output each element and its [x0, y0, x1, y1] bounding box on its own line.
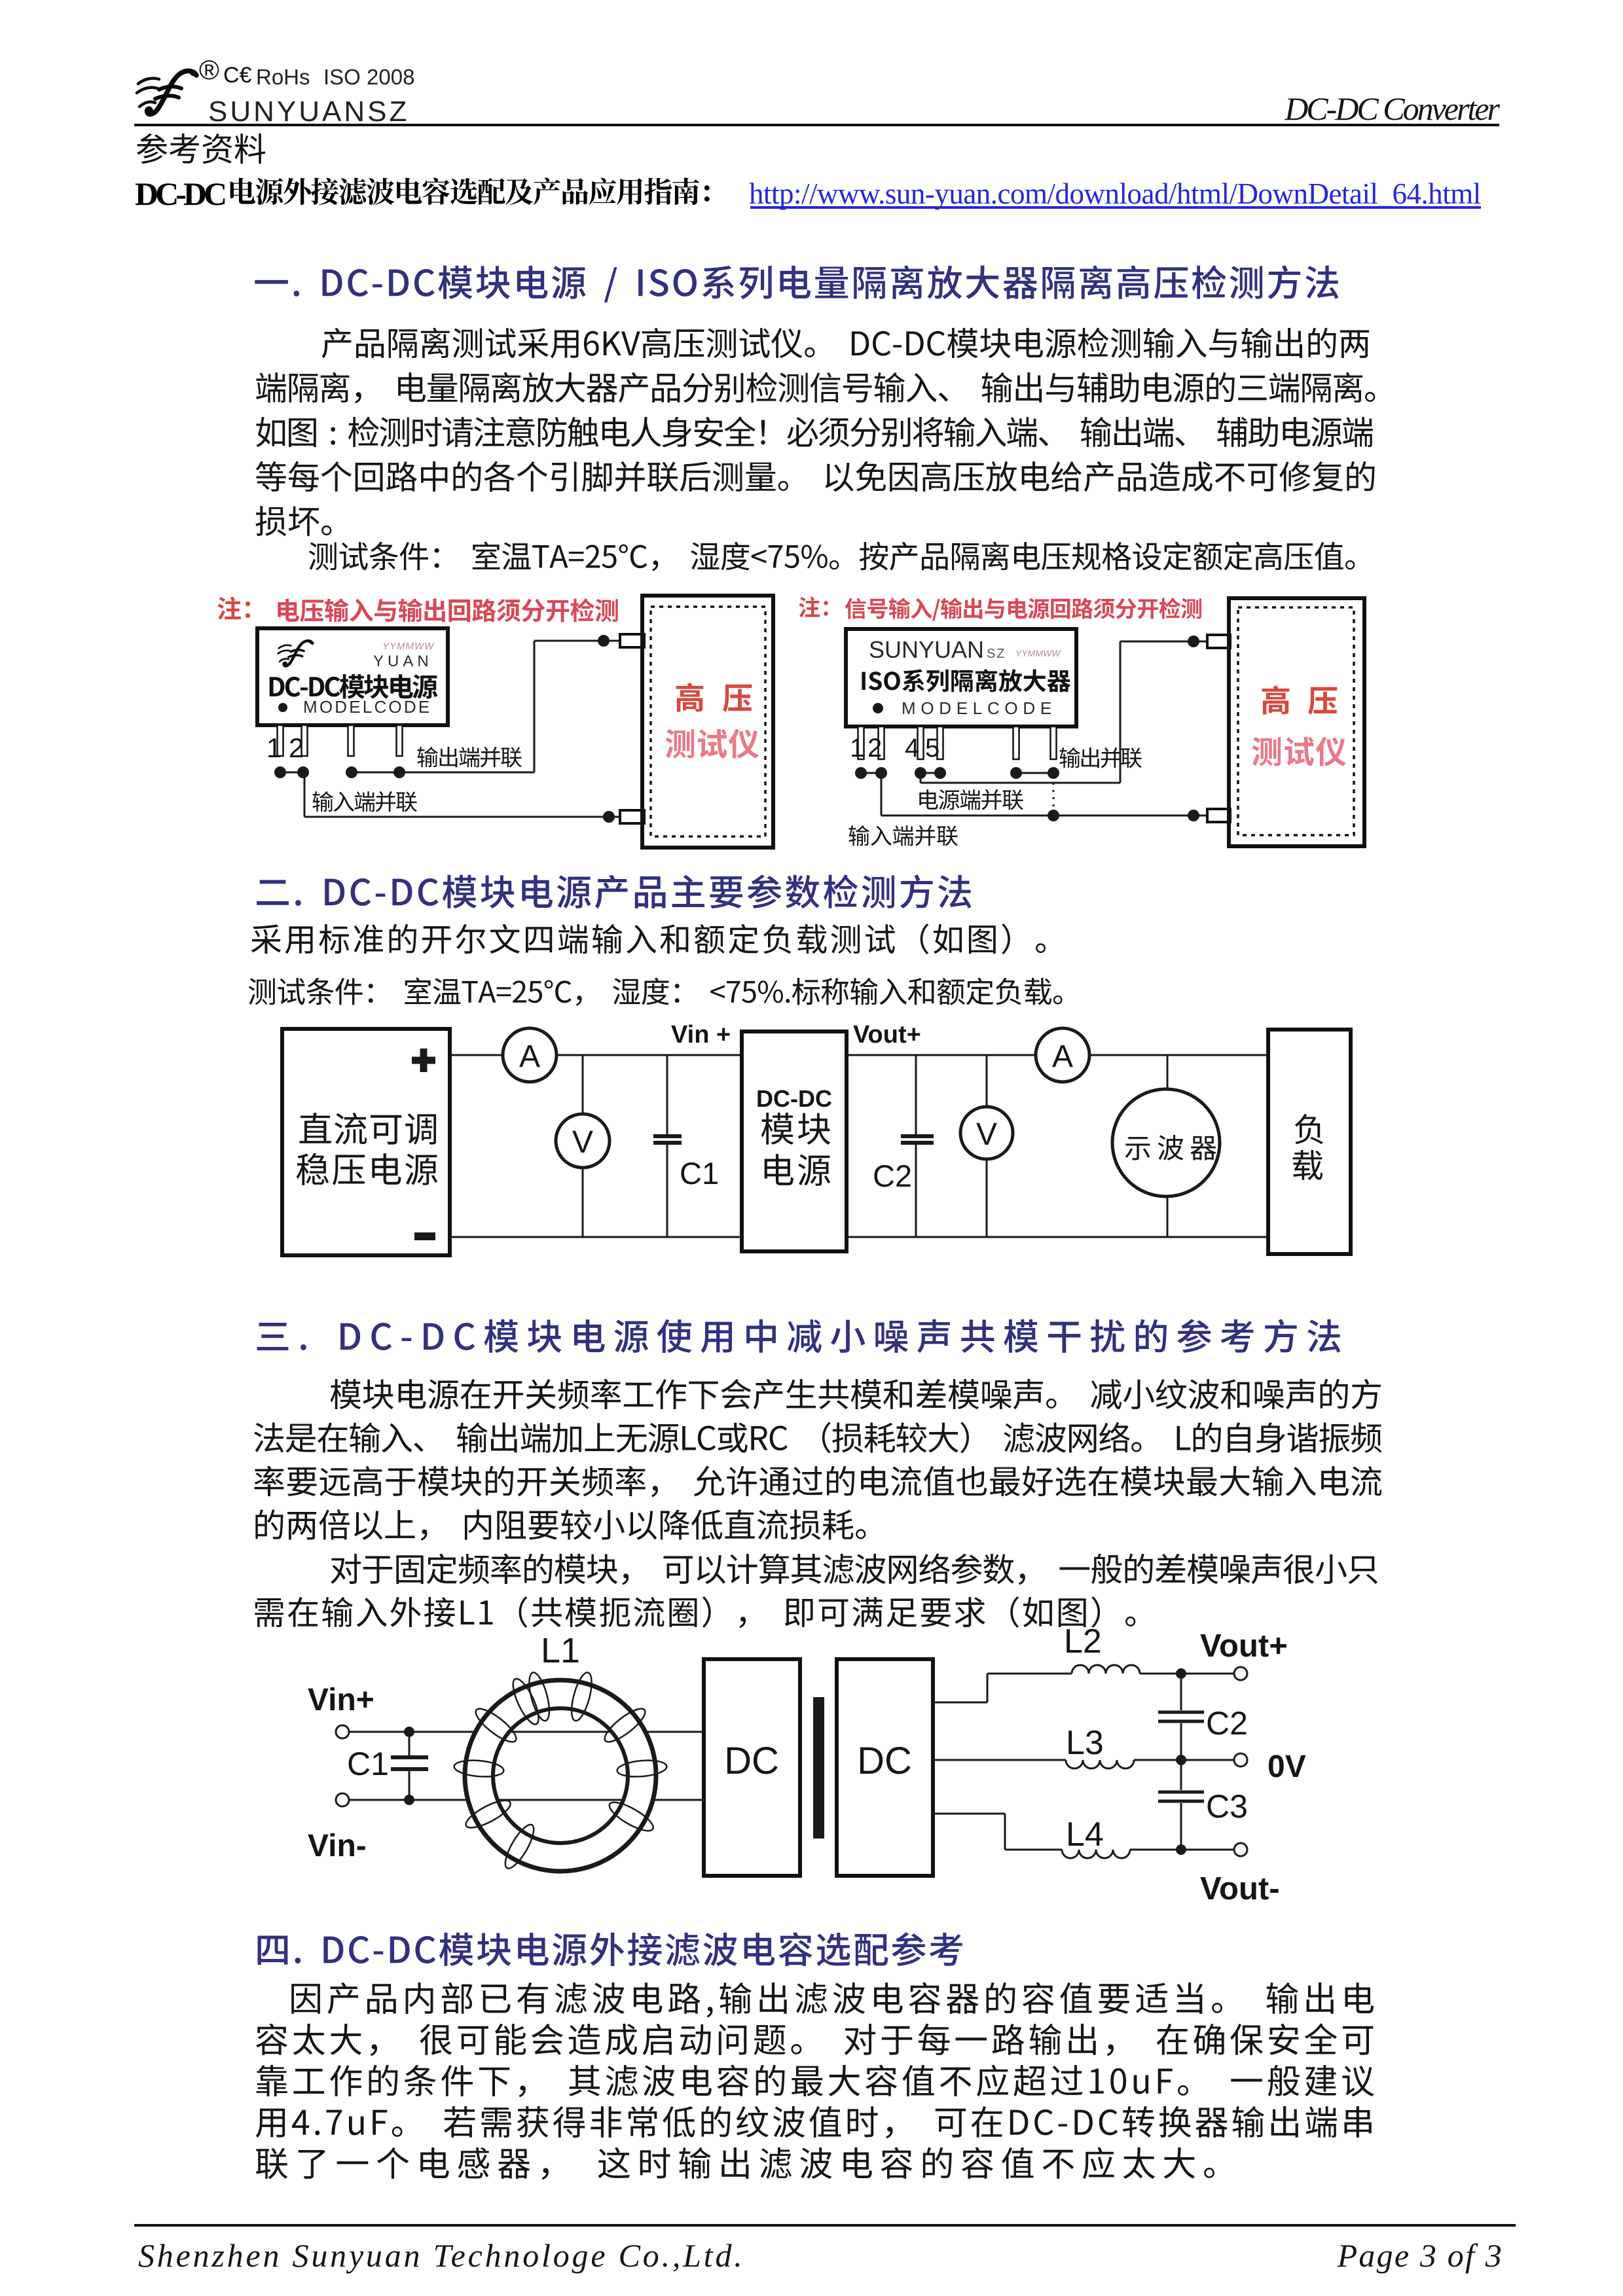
- svg-text:Page 3 of 3: Page 3 of 3: [1337, 2237, 1503, 2274]
- svg-text:Vout-: Vout-: [1200, 1871, 1280, 1907]
- svg-text:C3: C3: [1206, 1788, 1248, 1825]
- svg-text:http://www.sun-yuan.com/downlo: http://www.sun-yuan.com/download/html/Do…: [749, 177, 1481, 210]
- svg-text:C2: C2: [873, 1158, 912, 1193]
- svg-text:Vin+: Vin+: [308, 1683, 374, 1717]
- svg-text:C1: C1: [347, 1746, 389, 1782]
- svg-text:DC: DC: [857, 1740, 912, 1782]
- svg-text:DC-DC: DC-DC: [756, 1085, 832, 1112]
- svg-text:L3: L3: [1066, 1724, 1104, 1762]
- svg-text:V: V: [976, 1117, 997, 1152]
- svg-text:0V: 0V: [1267, 1749, 1306, 1784]
- svg-text:C1: C1: [680, 1156, 719, 1191]
- svg-text:®: ®: [199, 54, 219, 85]
- svg-text:Vin-: Vin-: [308, 1829, 367, 1863]
- svg-text:C2: C2: [1206, 1705, 1248, 1742]
- svg-text:C€: C€: [223, 63, 252, 88]
- svg-text:A: A: [1052, 1039, 1073, 1074]
- svg-text:MODELCODE: MODELCODE: [902, 698, 1057, 718]
- svg-text:L4: L4: [1066, 1816, 1104, 1854]
- svg-text:Shenzhen Sunyuan Technologe Co: Shenzhen Sunyuan Technologe Co.,Ltd.: [138, 2237, 745, 2274]
- svg-text:Vout+: Vout+: [1200, 1628, 1288, 1664]
- svg-text:1: 1: [266, 732, 282, 763]
- svg-text:A: A: [519, 1039, 540, 1074]
- svg-text:4: 4: [905, 734, 919, 762]
- svg-text:V: V: [572, 1125, 593, 1160]
- svg-text:1: 1: [850, 734, 864, 762]
- svg-text:MODELCODE: MODELCODE: [303, 697, 431, 717]
- svg-text:DC-DC Converter: DC-DC Converter: [1284, 90, 1500, 127]
- svg-text:L2: L2: [1064, 1623, 1102, 1660]
- svg-text:5: 5: [925, 734, 939, 762]
- svg-text:L1: L1: [541, 1631, 580, 1670]
- svg-text:SUNYUAN: SUNYUAN: [869, 636, 984, 663]
- svg-text:Vin +: Vin +: [671, 1021, 731, 1049]
- svg-text:Vout+: Vout+: [853, 1021, 921, 1049]
- svg-text:YYMMWW: YYMMWW: [1015, 648, 1061, 658]
- svg-text:RoHs: RoHs: [256, 65, 310, 89]
- svg-text:SZ: SZ: [987, 647, 1006, 661]
- svg-text:2: 2: [289, 732, 304, 763]
- svg-text:2: 2: [867, 734, 882, 762]
- svg-text:ISO 2008: ISO 2008: [323, 65, 414, 89]
- svg-text:SUNYUANSZ: SUNYUANSZ: [208, 96, 409, 128]
- svg-text:YYMMWW: YYMMWW: [382, 641, 435, 652]
- svg-text:YUAN: YUAN: [373, 653, 433, 670]
- svg-text:DC: DC: [724, 1740, 779, 1782]
- svg-text:DC-DC: DC-DC: [135, 175, 225, 212]
